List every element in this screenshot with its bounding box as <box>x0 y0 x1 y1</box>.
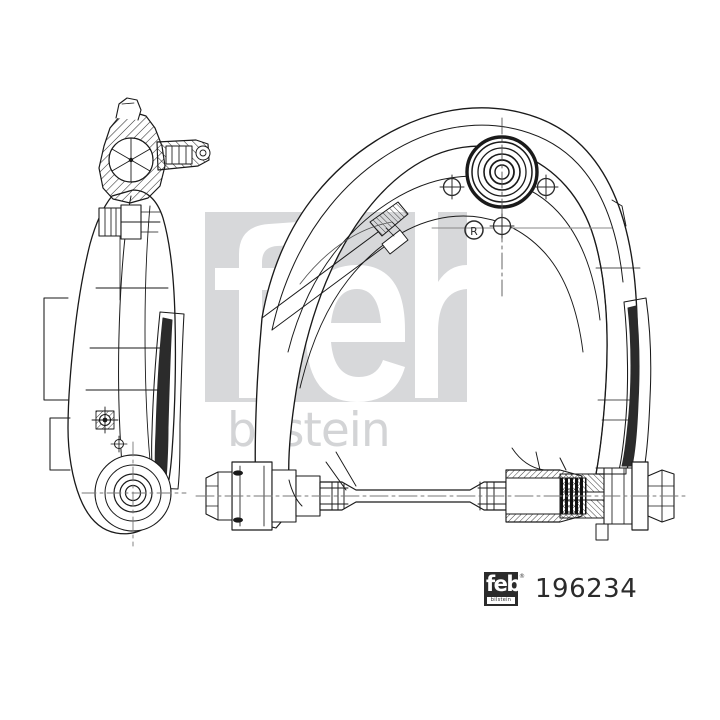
footer-brand-block: febi bilstein ® 196234 <box>484 572 637 606</box>
front-view-detail-callout <box>261 201 409 331</box>
bilstein-logo-text: bilstein <box>490 597 512 603</box>
side-view-datum-marks <box>91 406 128 453</box>
febi-logo-text: febi <box>486 572 518 596</box>
datum-circle-bottom <box>489 213 515 239</box>
side-view-group <box>43 97 211 547</box>
front-view-group: R <box>195 107 689 541</box>
front-view-ball-joint <box>431 117 613 301</box>
ball-joint-section <box>98 97 211 240</box>
datum-circle-left <box>439 174 465 200</box>
registered-trademark-icon: ® <box>519 573 525 580</box>
febi-logo-icon: febi bilstein <box>484 572 518 606</box>
part-number: 196234 <box>535 574 638 604</box>
bilstein-logo-strip: bilstein <box>487 597 515 604</box>
svg-text:R: R <box>470 225 478 238</box>
registered-mark-icon: R <box>464 220 484 240</box>
side-view-pivot-eye <box>81 441 187 547</box>
